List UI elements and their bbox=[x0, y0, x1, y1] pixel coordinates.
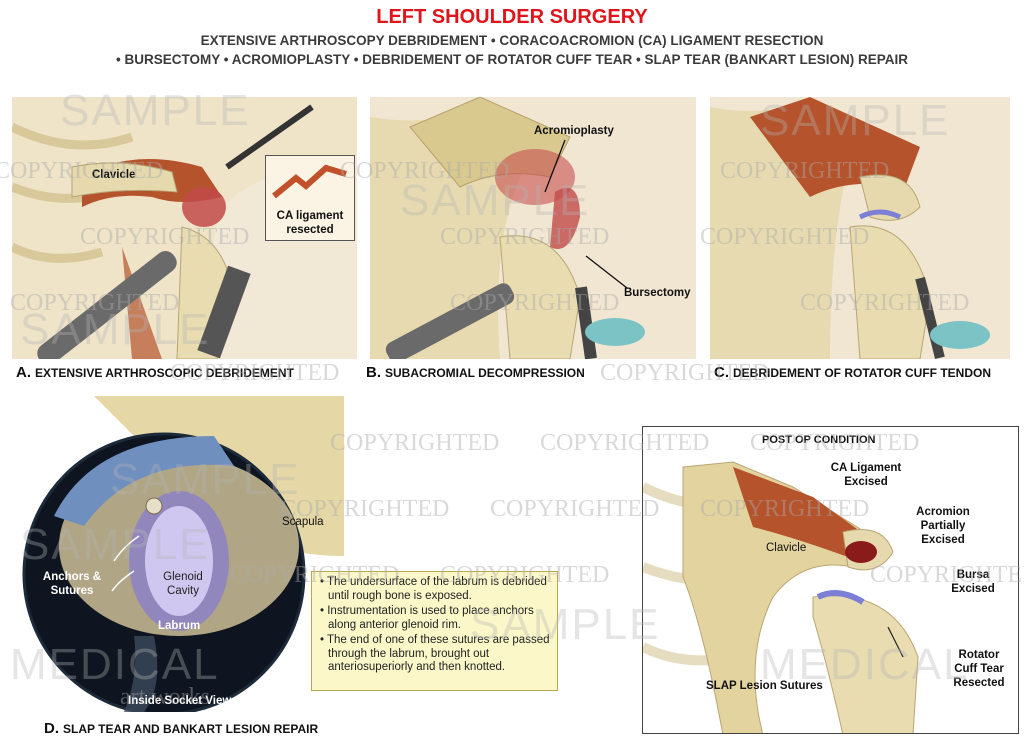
watermark-text: COPYRIGHTED bbox=[80, 224, 250, 250]
watermark-sample: SAMPLE bbox=[20, 520, 211, 569]
watermark-sample: SAMPLE bbox=[400, 176, 591, 225]
watermark-medical: MEDICAL bbox=[10, 640, 220, 689]
panel-b-shoulder-drawing bbox=[370, 97, 696, 359]
watermark-text: COPYRIGHTED bbox=[340, 158, 510, 184]
watermark-sample: SAMPLE bbox=[470, 600, 661, 649]
watermark-text: COPYRIGHTED bbox=[170, 360, 340, 386]
watermark-text: COPYRIGHTED bbox=[490, 496, 660, 522]
watermark-sample: SAMPLE bbox=[20, 305, 211, 354]
watermark-text: COPYRIGHTED bbox=[10, 290, 180, 316]
watermark-text: COPYRIGHTED bbox=[330, 430, 500, 456]
panel-e-ca-ligament-label: CA Ligament Excised bbox=[830, 462, 902, 488]
watermark-medical: MEDICAL bbox=[760, 640, 970, 689]
note-item: The end of one of these sutures are pass… bbox=[327, 634, 551, 675]
panel-e-clavicle-label: Clavicle bbox=[766, 542, 807, 554]
panel-b-bursectomy-label: Bursectomy bbox=[624, 287, 691, 299]
panel-c-caption: C. DEBRIDEMENT OF ROTATOR CUFF TENDON bbox=[714, 364, 991, 381]
panel-d-letter: D. bbox=[44, 720, 59, 737]
watermark-text: COPYRIGHTED bbox=[280, 496, 450, 522]
panel-d-socket-drawing bbox=[14, 396, 344, 712]
watermark-text: COPYRIGHTED bbox=[700, 496, 870, 522]
watermark-text: COPYRIGHTED bbox=[0, 158, 164, 184]
watermark-text: COPYRIGHTED bbox=[230, 562, 400, 588]
panel-d-inside-view-label: Inside Socket View bbox=[128, 695, 232, 707]
watermark-text: COPYRIGHTED bbox=[450, 290, 620, 316]
panel-a-caption: A. EXTENSIVE ARTHROSCOPIC DEBRIDEMENT bbox=[16, 364, 294, 381]
panel-e-bursa-label: Bursa Excised bbox=[951, 569, 995, 595]
watermark-text: COPYRIGHTED bbox=[600, 360, 770, 386]
panel-a-inset-label: CA ligament resected bbox=[276, 210, 344, 236]
subtitle-line-2: • BURSECTOMY • ACROMIOPLASTY • DEBRIDEME… bbox=[116, 52, 908, 67]
watermark-text: COPYRIGHTED bbox=[720, 158, 890, 184]
note-item: The undersurface of the labrum is debrid… bbox=[327, 576, 551, 603]
panel-b-pointer-line-2 bbox=[585, 255, 628, 289]
panel-b-pointer-line bbox=[544, 139, 566, 193]
panel-d-caption: D. SLAP TEAR AND BANKART LESION REPAIR bbox=[44, 720, 318, 737]
panel-d-labrum-label: Labrum bbox=[158, 620, 201, 632]
subtitle-line-1: EXTENSIVE ARTHROSCOPY DEBRIDEMENT • CORA… bbox=[200, 33, 824, 48]
panel-c-caption-text: DEBRIDEMENT OF ROTATOR CUFF TENDON bbox=[733, 366, 991, 380]
panel-b-letter: B. bbox=[366, 364, 381, 381]
panel-b-illustration bbox=[370, 97, 696, 359]
panel-c-shoulder-drawing bbox=[710, 97, 1010, 359]
watermark-sample: SAMPLE bbox=[110, 455, 301, 504]
panel-a-inset: CA ligament resected bbox=[265, 155, 355, 241]
watermark-sample: SAMPLE bbox=[60, 86, 251, 135]
panel-a-caption-text: EXTENSIVE ARTHROSCOPIC DEBRIDEMENT bbox=[35, 366, 294, 380]
watermark-text: COPYRIGHTED bbox=[750, 430, 920, 456]
panel-e-shoulder-drawing bbox=[643, 427, 1018, 733]
watermark-text: COPYRIGHTED bbox=[540, 430, 710, 456]
panel-b-caption-text: SUBACROMIAL DECOMPRESSION bbox=[385, 366, 585, 380]
panel-b-acromioplasty-label: Acromioplasty bbox=[534, 125, 614, 137]
panel-d-caption-text: SLAP TEAR AND BANKART LESION REPAIR bbox=[63, 722, 319, 736]
panel-a-shoulder-drawing bbox=[12, 97, 357, 359]
watermark-text: COPYRIGHTED bbox=[800, 290, 970, 316]
note-item: Instrumentation is used to place anchors… bbox=[327, 605, 551, 632]
panel-e-acromion-label: Acromion Partially Excised bbox=[916, 506, 970, 546]
panel-a-clavicle-label: Clavicle bbox=[92, 169, 136, 181]
panel-a-illustration bbox=[12, 97, 357, 359]
panel-a-letter: A. bbox=[16, 364, 31, 381]
panel-c-letter: C. bbox=[714, 364, 729, 381]
panel-d-anchors-label: Anchors & Sutures bbox=[42, 571, 102, 597]
panel-c-illustration bbox=[710, 97, 1010, 359]
panel-e-illustration bbox=[642, 426, 1019, 734]
panel-d-glenoid-label: Glenoid Cavity bbox=[163, 571, 203, 597]
panel-d-notes: The undersurface of the labrum is debrid… bbox=[311, 571, 558, 691]
ligament-icon bbox=[272, 164, 347, 199]
panel-d-scapula-label: Scapula bbox=[282, 516, 324, 528]
panel-e-rotator-label: Rotator Cuff Tear Resected bbox=[953, 649, 1005, 689]
watermark-text: COPYRIGHTED bbox=[440, 224, 610, 250]
watermark-sample: SAMPLE bbox=[760, 96, 951, 145]
panel-e-slap-label: SLAP Lesion Sutures bbox=[706, 680, 823, 692]
watermark-artworks: art works bbox=[120, 684, 210, 710]
watermark-text: COPYRIGHTED bbox=[440, 562, 610, 588]
watermark-text: COPYRIGHTED bbox=[700, 224, 870, 250]
panel-b-caption: B. SUBACROMIAL DECOMPRESSION bbox=[366, 364, 585, 381]
panel-e-heading: POST OP CONDITION bbox=[762, 434, 876, 446]
watermark-text: COPYRIGHTED bbox=[870, 562, 1024, 588]
page-title: LEFT SHOULDER SURGERY bbox=[376, 6, 648, 28]
panel-d-illustration bbox=[14, 396, 344, 712]
